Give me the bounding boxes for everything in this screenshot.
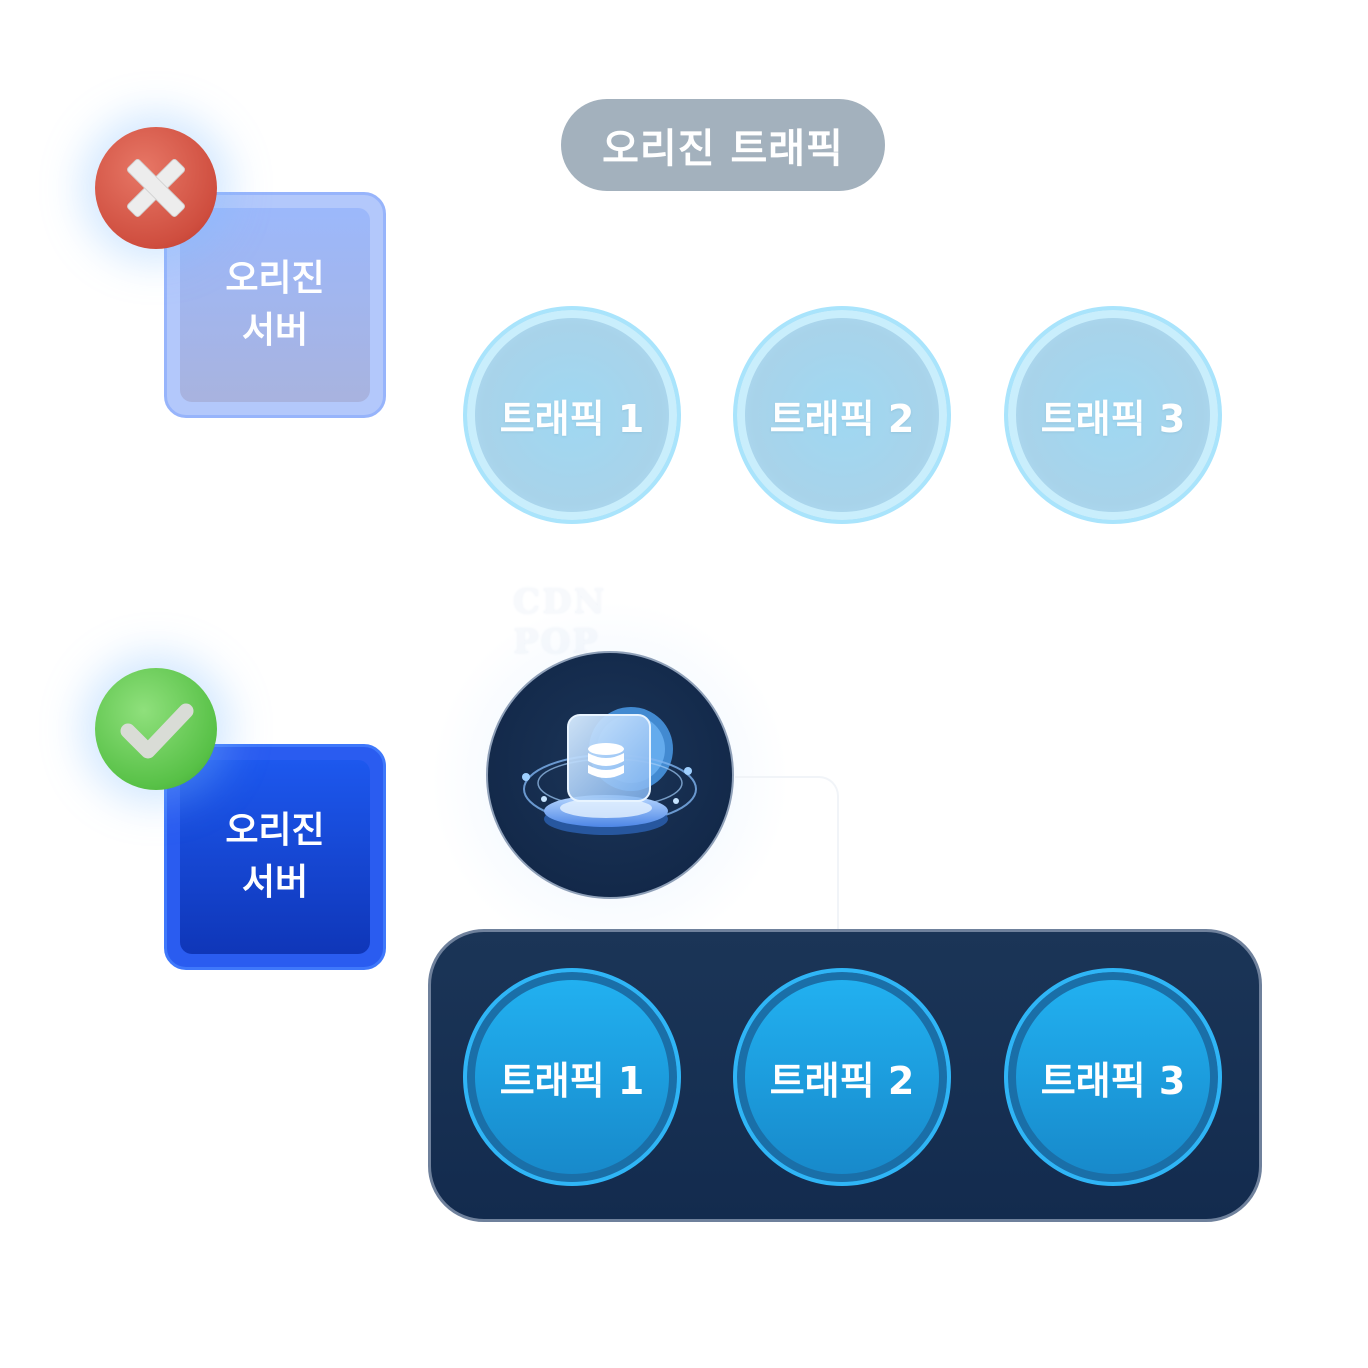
traffic-label: 트래픽 2 [769, 396, 915, 441]
traffic-circle-legacy-2: 트래픽 2 [733, 306, 951, 524]
database-stack-icon [522, 707, 697, 835]
cdn-pop-node [486, 651, 734, 899]
x-icon [95, 127, 217, 249]
traffic-label: 트래픽 2 [769, 1058, 915, 1103]
origin-traffic-pill: 오리진 트래픽 [561, 99, 885, 191]
x-icon-glyph [127, 159, 185, 217]
origin-traffic-label: 오리진 트래픽 [602, 126, 844, 172]
check-icon-glyph [120, 703, 194, 759]
origin-server-cdn: 오리진 서버 [164, 744, 386, 970]
traffic-label: 트래픽 1 [499, 396, 645, 441]
origin-server-legacy-label: 오리진 서버 [180, 208, 370, 402]
traffic-circle-cdn-3: 트래픽 3 [1004, 968, 1222, 1186]
connector-line [735, 776, 839, 930]
traffic-circle-legacy-1: 트래픽 1 [463, 306, 681, 524]
traffic-label: 트래픽 1 [499, 1058, 645, 1103]
origin-server-legacy: 오리진 서버 [164, 192, 386, 418]
traffic-label: 트래픽 3 [1040, 396, 1186, 441]
traffic-circle-legacy-3: 트래픽 3 [1004, 306, 1222, 524]
traffic-label: 트래픽 3 [1040, 1058, 1186, 1103]
origin-server-cdn-label: 오리진 서버 [180, 760, 370, 954]
check-icon [95, 668, 217, 790]
cdn-pop-label: CDN POP [513, 582, 607, 662]
traffic-circle-cdn-2: 트래픽 2 [733, 968, 951, 1186]
traffic-circle-cdn-1: 트래픽 1 [463, 968, 681, 1186]
